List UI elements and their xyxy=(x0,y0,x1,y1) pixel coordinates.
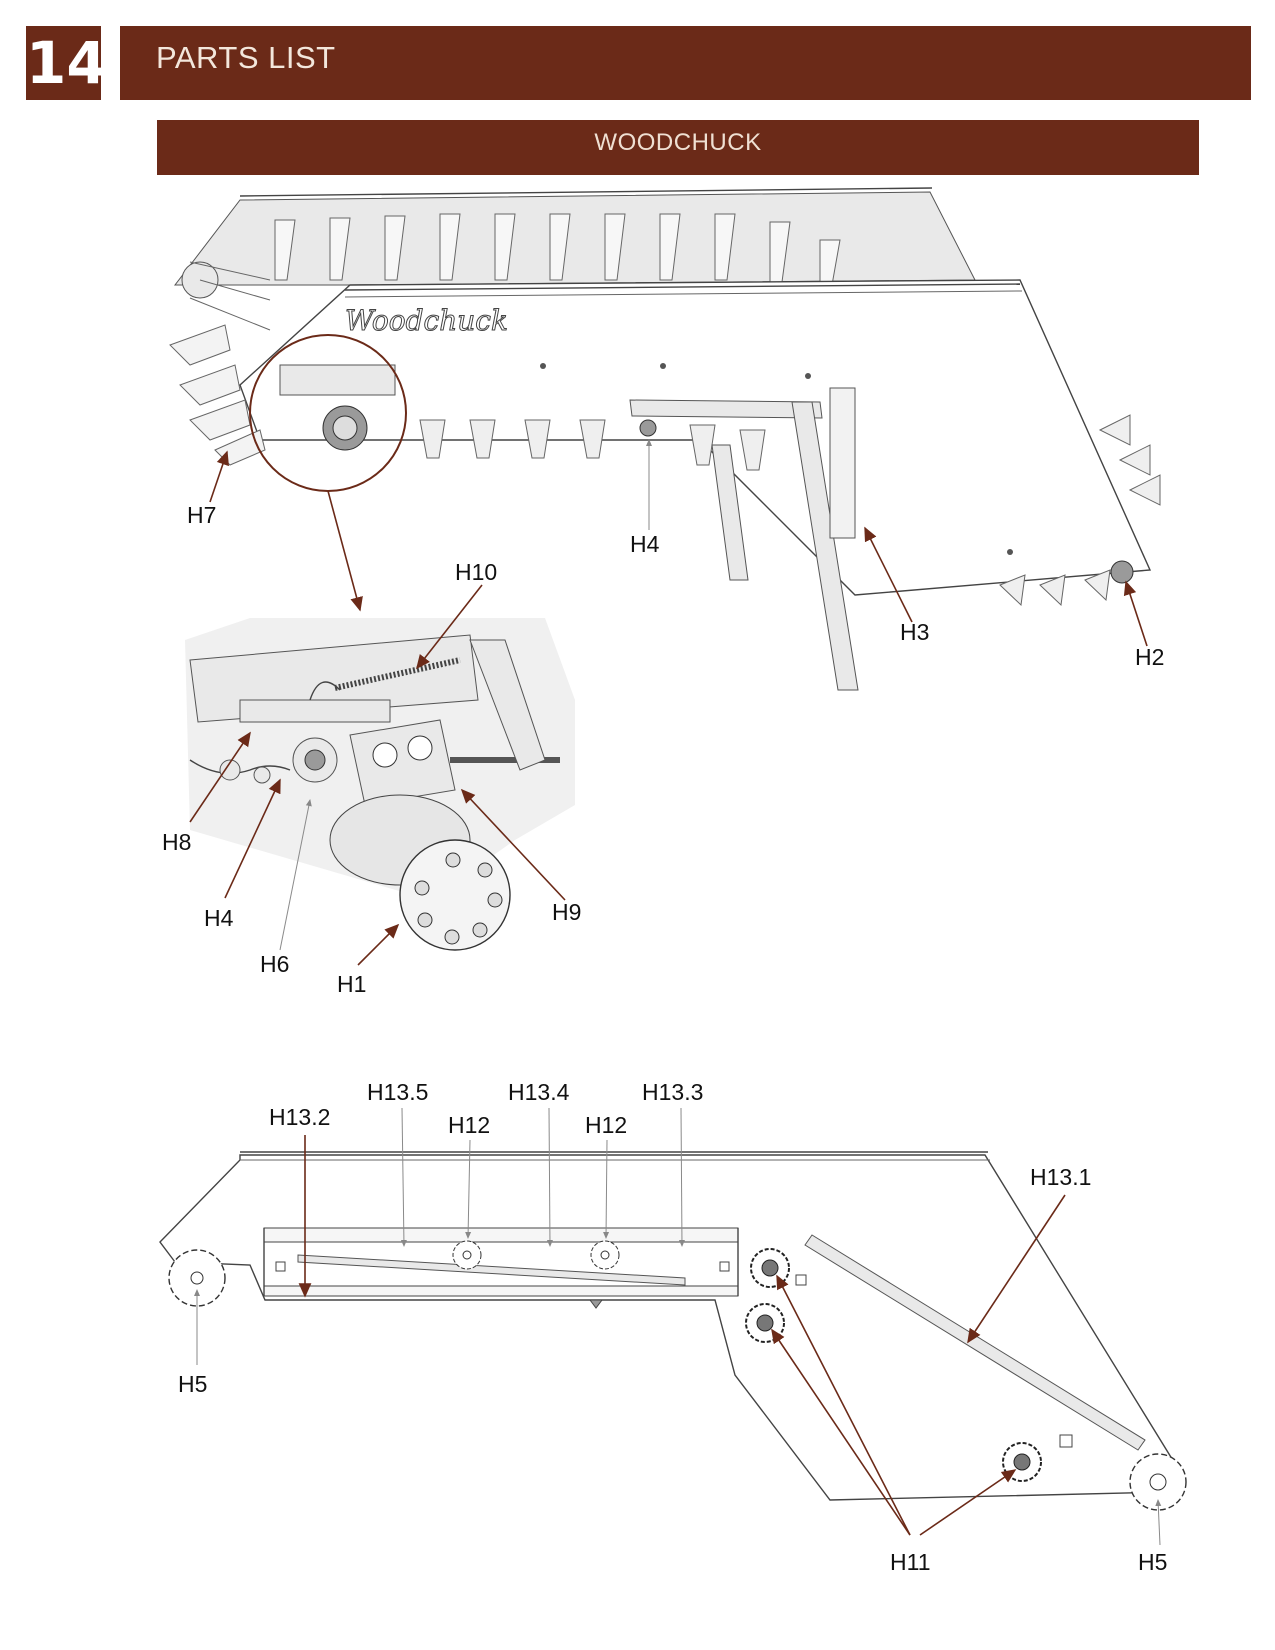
paddle-row-back xyxy=(274,213,841,286)
label-h4-detail: H4 xyxy=(204,905,234,931)
paddle-row-front xyxy=(419,414,1161,607)
label-h7: H7 xyxy=(187,502,216,528)
side-view xyxy=(159,1151,1187,1511)
woodchuck-logo: Woodchuck xyxy=(345,304,508,337)
motor-detail-view xyxy=(185,618,575,951)
sprocket-h12-left xyxy=(452,1240,482,1270)
sprocket-h12-right xyxy=(590,1240,620,1270)
label-h8: H8 xyxy=(162,829,191,855)
side-view-callouts xyxy=(194,1107,1162,1546)
label-h5-right: H5 xyxy=(1138,1549,1167,1575)
label-h12-right: H12 xyxy=(585,1112,627,1138)
label-h13-3: H13.3 xyxy=(642,1079,703,1105)
header-bar: PARTS LIST xyxy=(120,26,1251,100)
label-h13-2: H13.2 xyxy=(269,1104,330,1130)
label-h4-top: H4 xyxy=(630,531,660,557)
label-h3: H3 xyxy=(900,619,929,645)
section-bar: WOODCHUCK xyxy=(157,120,1199,175)
label-h13-5: H13.5 xyxy=(367,1079,428,1105)
detail-callouts xyxy=(189,584,566,966)
label-h11: H11 xyxy=(890,1549,931,1575)
sprocket-h5-right xyxy=(1129,1453,1187,1511)
top-isometric-view: Woodchuck xyxy=(169,187,1161,691)
page-number: 14 xyxy=(26,26,107,100)
label-h2: H2 xyxy=(1135,644,1164,670)
label-h5-left: H5 xyxy=(178,1371,207,1397)
section-title: WOODCHUCK xyxy=(594,129,762,156)
page-title: PARTS LIST xyxy=(156,40,336,75)
top-view-callouts xyxy=(209,439,1148,647)
sprocket-h5-left xyxy=(168,1249,226,1307)
label-h13-1: H13.1 xyxy=(1030,1164,1091,1190)
label-h9: H9 xyxy=(552,899,581,925)
label-h12-left: H12 xyxy=(448,1112,490,1138)
paddle-row-left xyxy=(169,324,266,466)
label-h6: H6 xyxy=(260,951,289,977)
label-h10: H10 xyxy=(455,559,497,585)
label-h13-4: H13.4 xyxy=(508,1079,570,1105)
label-h1: H1 xyxy=(337,971,366,997)
